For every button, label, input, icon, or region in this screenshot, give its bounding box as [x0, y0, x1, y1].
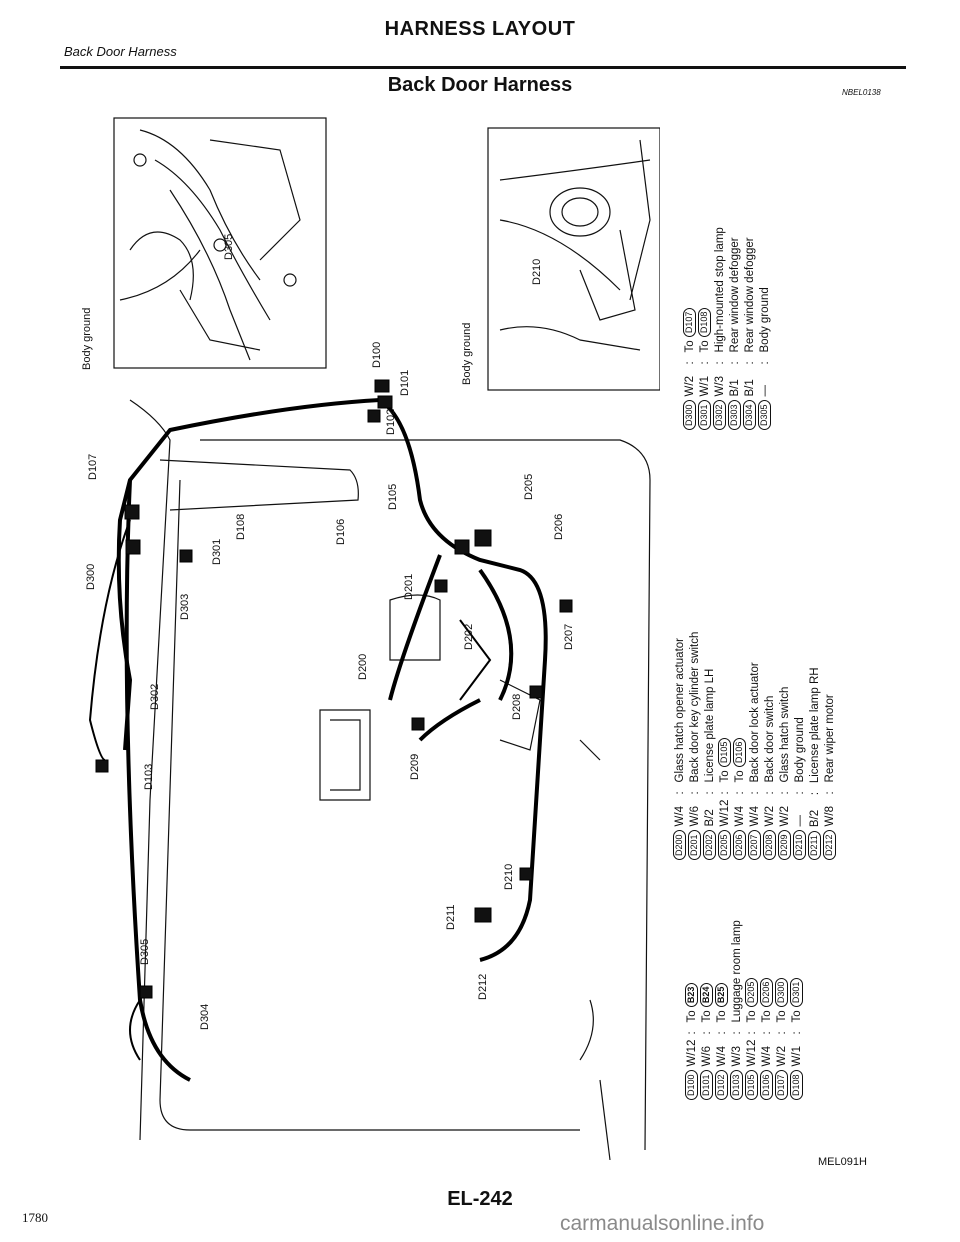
callout: D212 [477, 974, 489, 1000]
connector-shape [474, 529, 492, 547]
callout: D303 [179, 594, 191, 620]
connector-shape [377, 395, 393, 409]
callout: D208 [511, 694, 523, 720]
connector-shape [125, 539, 141, 555]
connector-shape [367, 409, 381, 423]
diagram-subtitle: Back Door Harness [387, 74, 573, 96]
detail-left-connector: D305 [223, 234, 235, 260]
callout: D209 [409, 754, 421, 780]
callout: D108 [235, 514, 247, 540]
connector-shape [124, 504, 140, 520]
detail-left-frame [113, 117, 327, 369]
section-label: Back Door Harness [64, 44, 177, 59]
callout: D102 [385, 409, 397, 435]
connector-shape [434, 579, 448, 593]
detail-left-label: Body ground [81, 308, 93, 370]
callout: D100 [371, 342, 383, 368]
callout: D201 [403, 574, 415, 600]
side-page-number: 1780 [22, 1210, 48, 1225]
callout: D202 [463, 624, 475, 650]
detail-right-label: Body ground [461, 323, 473, 385]
page-number: EL-242 [447, 1188, 513, 1210]
callout: D205 [523, 474, 535, 500]
connector-shape [95, 759, 109, 773]
harness-diagram: Body ground D305 Body ground D210 D100 D… [81, 117, 660, 1160]
page-title: HARNESS LAYOUT [384, 18, 576, 40]
callout: D107 [87, 454, 99, 480]
callout: D302 [149, 684, 161, 710]
callout: D101 [399, 370, 411, 396]
connector-shape [411, 717, 425, 731]
callout: D305 [139, 939, 151, 965]
callout: D206 [553, 514, 565, 540]
figure-code: MEL091H [818, 1156, 867, 1168]
callout: D200 [357, 654, 369, 680]
header-rule [60, 66, 906, 69]
callout: D207 [563, 624, 575, 650]
connector-shape [559, 599, 573, 613]
callout: D304 [199, 1004, 211, 1030]
connector-shape [474, 907, 492, 923]
callout: D301 [211, 539, 223, 565]
callout: D211 [445, 905, 457, 930]
detail-right-connector: D210 [531, 259, 543, 285]
connector-shape [454, 539, 470, 555]
legend-row: D210—:Body ground [792, 632, 807, 860]
connector-shape [179, 549, 193, 563]
legend-row: D305—:Body ground [757, 227, 772, 430]
callout: D103 [143, 764, 155, 790]
reference-code: NBEL0138 [842, 88, 881, 97]
connector-shape [519, 867, 533, 881]
callout: D106 [335, 519, 347, 545]
connector-shape [139, 985, 153, 999]
connector-shape [374, 379, 390, 393]
callout: D105 [387, 484, 399, 510]
callout: D300 [85, 564, 97, 590]
watermark: carmanualsonline.info [560, 1212, 765, 1235]
connector-shape [529, 685, 543, 699]
detail-right-frame [487, 127, 660, 391]
callout: D210 [503, 864, 515, 890]
